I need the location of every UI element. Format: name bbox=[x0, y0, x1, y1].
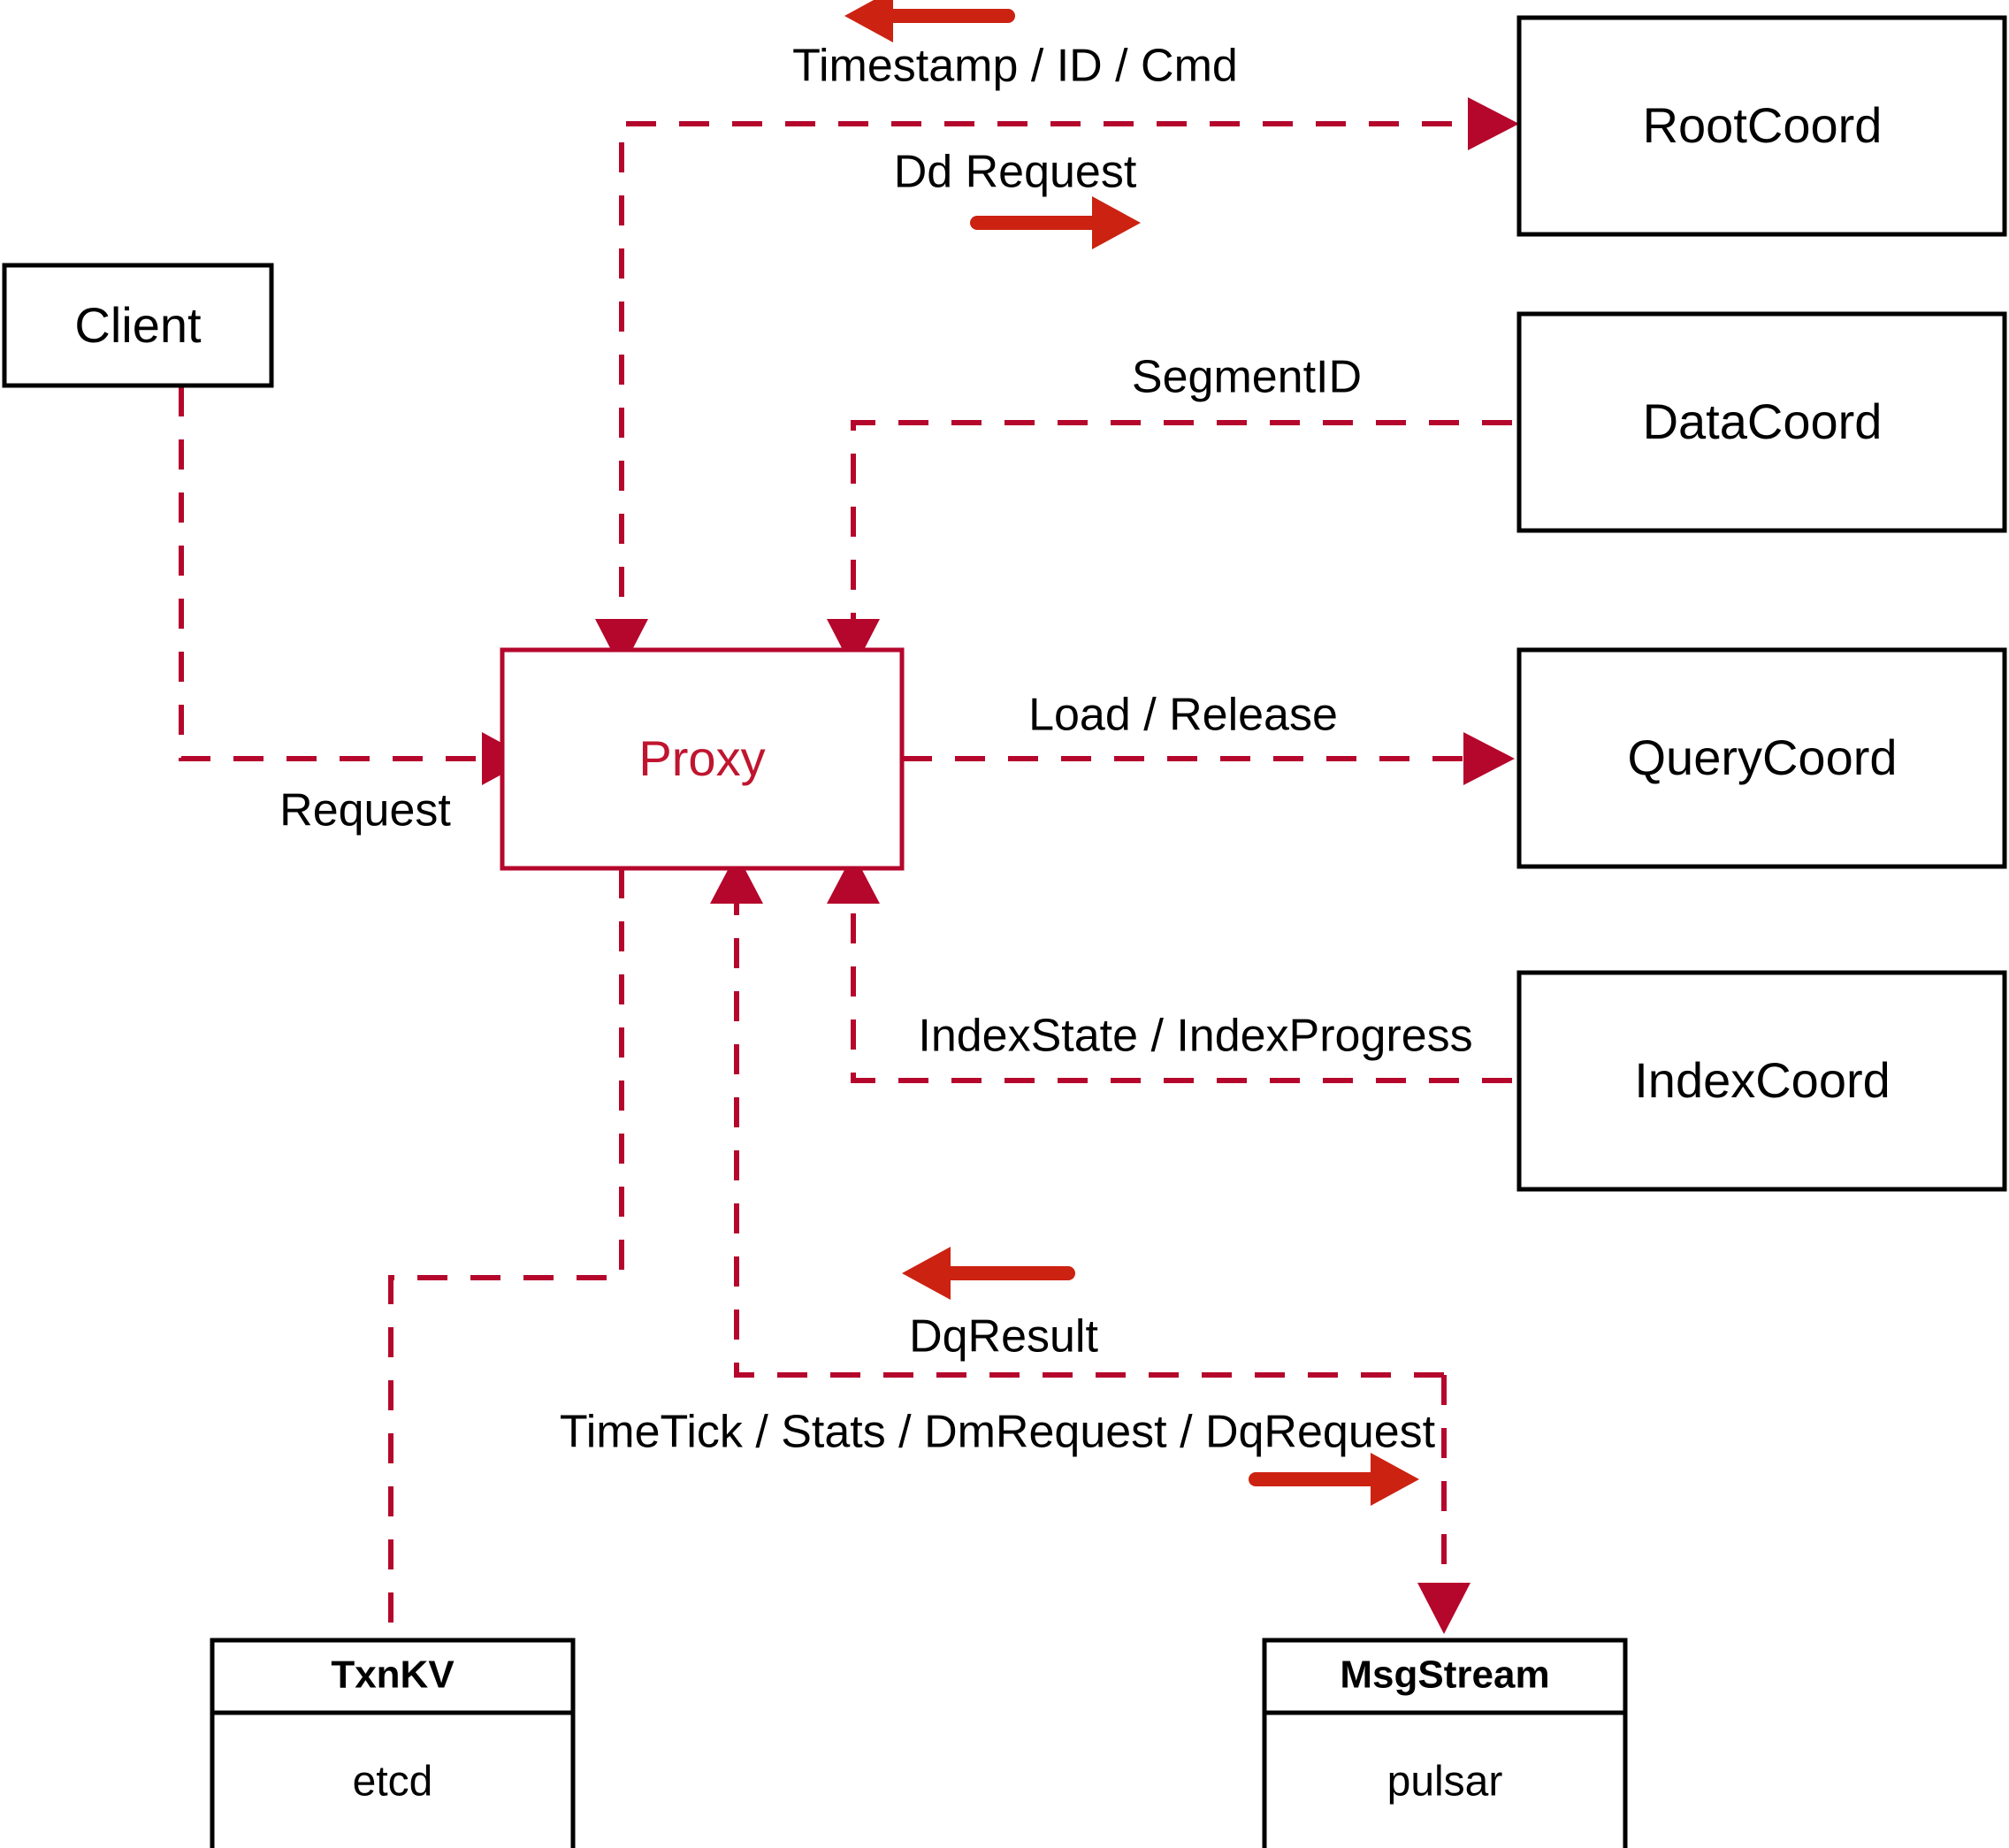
msgstream-header-label: MsgStream bbox=[1340, 1653, 1549, 1697]
node-datacoord[interactable]: DataCoord bbox=[1516, 311, 2007, 533]
proxy-box[interactable] bbox=[500, 647, 905, 871]
edge-label-dd-request: Dd Request bbox=[894, 147, 1137, 198]
edge-proxy-msgstream bbox=[1417, 1375, 1470, 1634]
datacoord-label: DataCoord bbox=[1643, 393, 1883, 449]
node-txnkv[interactable]: TxnKV etcd bbox=[210, 1638, 576, 1848]
arrowhead-icon bbox=[595, 619, 648, 670]
arrowhead-icon bbox=[827, 853, 880, 904]
indexcoord-box[interactable] bbox=[1516, 970, 2007, 1192]
direction-arrow-dqresult bbox=[902, 1247, 1075, 1300]
msgstream-box[interactable] bbox=[1262, 1638, 1628, 1848]
edge-label-timestamp-id-cmd: Timestamp / ID / Cmd bbox=[792, 41, 1238, 92]
direction-arrow-dd-request bbox=[970, 196, 1141, 249]
edge-label-indexstate-indexprogress: IndexState / IndexProgress bbox=[918, 1011, 1472, 1062]
edge-proxy-querycoord bbox=[902, 732, 1515, 785]
client-label: Client bbox=[74, 297, 202, 353]
rootcoord-box[interactable] bbox=[1516, 15, 2007, 237]
datacoord-box[interactable] bbox=[1516, 311, 2007, 533]
edge-label-request: Request bbox=[279, 785, 451, 836]
txnkv-header-label: TxnKV bbox=[331, 1653, 455, 1697]
node-client[interactable]: Client bbox=[2, 263, 274, 388]
node-rootcoord[interactable]: RootCoord bbox=[1516, 15, 2007, 237]
edge-proxy-txnkv bbox=[388, 868, 624, 1640]
edge-label-segmentid: SegmentID bbox=[1132, 352, 1362, 403]
indexcoord-label: IndexCoord bbox=[1634, 1052, 1891, 1108]
txnkv-box[interactable] bbox=[210, 1638, 576, 1848]
edge-client-proxy bbox=[179, 386, 531, 785]
edge-rootcoord-proxy-head bbox=[595, 619, 648, 670]
node-indexcoord[interactable]: IndexCoord bbox=[1516, 970, 2007, 1192]
edge-label-load-release: Load / Release bbox=[1028, 690, 1338, 741]
arrowhead-icon bbox=[1417, 1583, 1470, 1634]
arrowhead-icon bbox=[1463, 732, 1515, 785]
edge-datacoord-proxy bbox=[827, 420, 1512, 670]
querycoord-box[interactable] bbox=[1516, 647, 2007, 869]
txnkv-body-label: etcd bbox=[353, 1759, 433, 1806]
node-querycoord[interactable]: QueryCoord bbox=[1516, 647, 2007, 869]
arrowhead-icon bbox=[1468, 97, 1519, 150]
arrowhead-icon bbox=[827, 619, 880, 670]
rootcoord-label: RootCoord bbox=[1643, 97, 1883, 153]
edge-proxy-rootcoord bbox=[619, 97, 1519, 650]
arrowhead-icon bbox=[710, 853, 763, 904]
edge-msgstream-proxy bbox=[710, 853, 1444, 1378]
node-proxy[interactable]: Proxy bbox=[500, 647, 905, 871]
edge-label-timetick-stats-dmrequest-dqrequest: TimeTick / Stats / DmRequest / DqRequest bbox=[560, 1407, 1436, 1458]
proxy-label: Proxy bbox=[638, 730, 765, 786]
node-msgstream[interactable]: MsgStream pulsar bbox=[1262, 1638, 1628, 1848]
client-box[interactable] bbox=[2, 263, 274, 388]
direction-arrow-timestamp bbox=[844, 0, 1015, 42]
msgstream-body-label: pulsar bbox=[1387, 1759, 1503, 1806]
edge-indexcoord-proxy bbox=[827, 853, 1512, 1083]
direction-arrow-timetick bbox=[1249, 1453, 1419, 1506]
edge-label-dqresult: DqResult bbox=[909, 1311, 1098, 1363]
querycoord-label: QueryCoord bbox=[1627, 729, 1897, 785]
